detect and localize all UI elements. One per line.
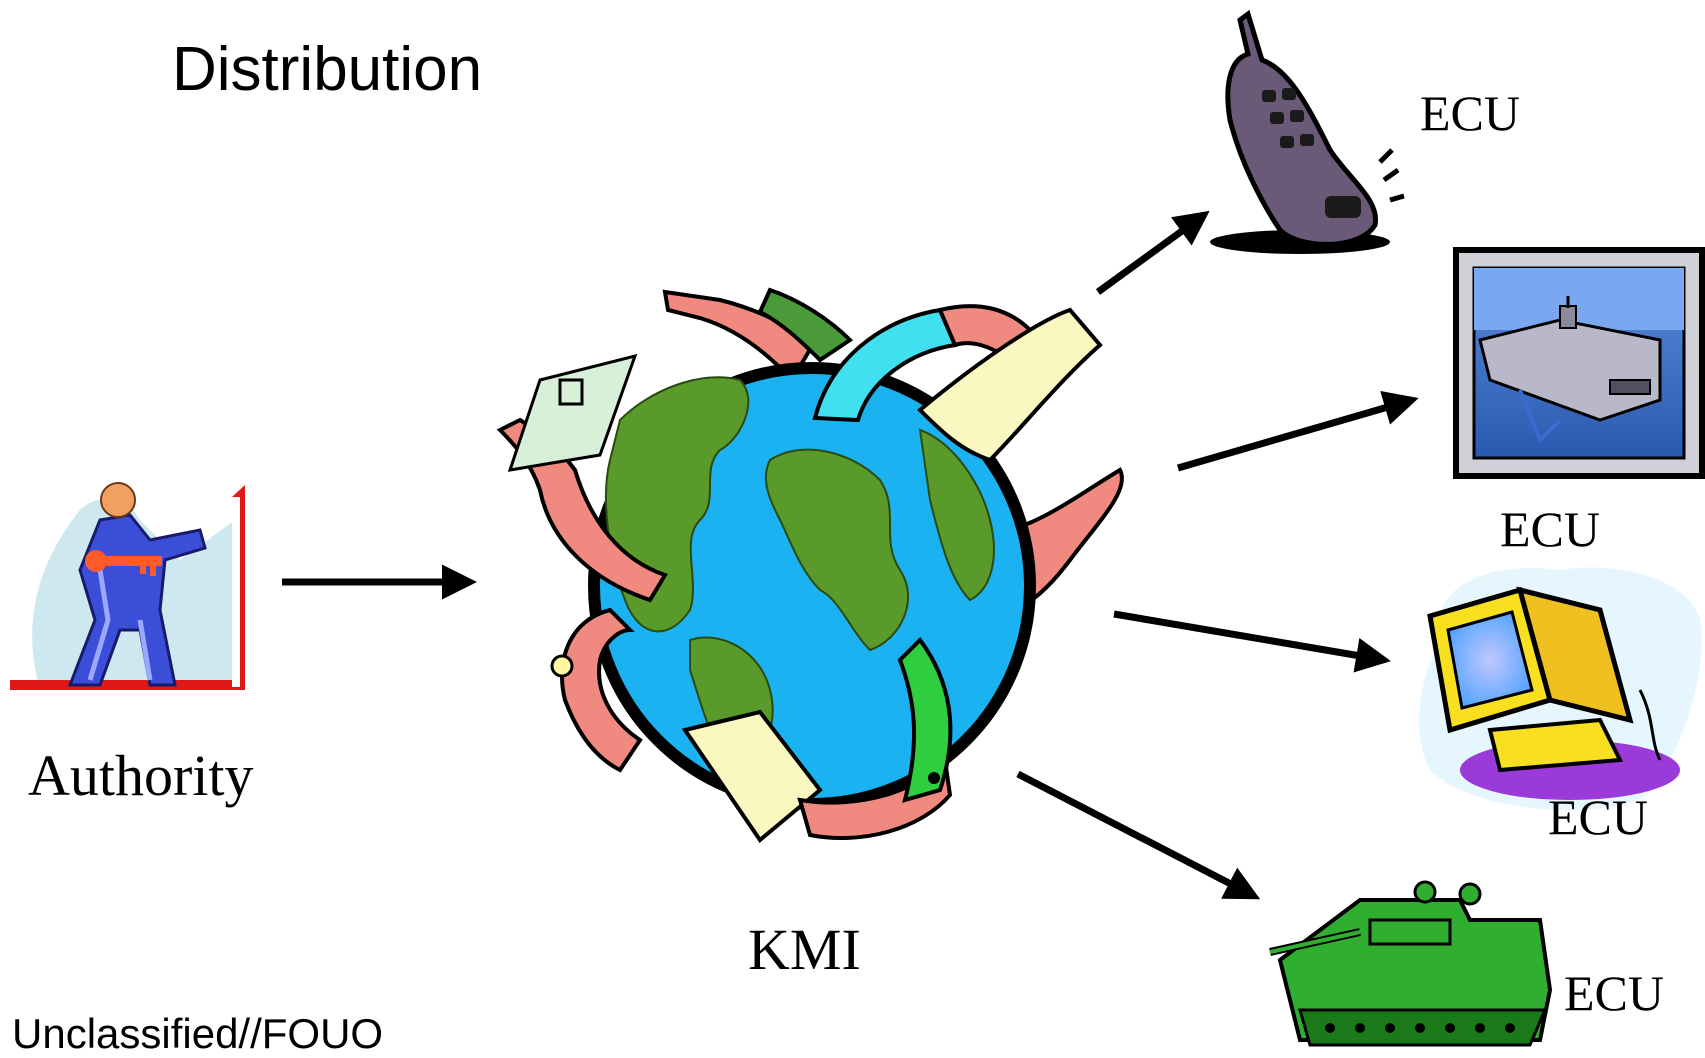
- kmi-label: KMI: [748, 917, 861, 982]
- edge-kmi-to-ecu-phone: [1095, 210, 1210, 295]
- tank-icon: [1269, 880, 1553, 1047]
- ecu-tank-label: ECU: [1564, 965, 1664, 1021]
- cell-phone-icon: [1210, 9, 1405, 254]
- computer-icon: [1419, 567, 1702, 810]
- edge-kmi-to-ecu-computer: [1113, 610, 1391, 673]
- edge-kmi-to-ecu-tank: [1016, 770, 1261, 900]
- ecu-ship-label: ECU: [1500, 501, 1600, 557]
- globe-with-hands-icon: [496, 287, 1124, 843]
- page-title: Distribution: [172, 35, 483, 104]
- person-with-key-icon: [10, 482, 245, 690]
- authority-label: Authority: [28, 743, 254, 808]
- aircraft-carrier-icon: [1453, 247, 1705, 479]
- ecu-phone-label: ECU: [1420, 85, 1520, 141]
- edge-kmi-to-ecu-ship: [1177, 391, 1419, 472]
- ecu-computer-label: ECU: [1548, 789, 1648, 845]
- classification-footer: Unclassified//FOUO: [12, 1010, 384, 1057]
